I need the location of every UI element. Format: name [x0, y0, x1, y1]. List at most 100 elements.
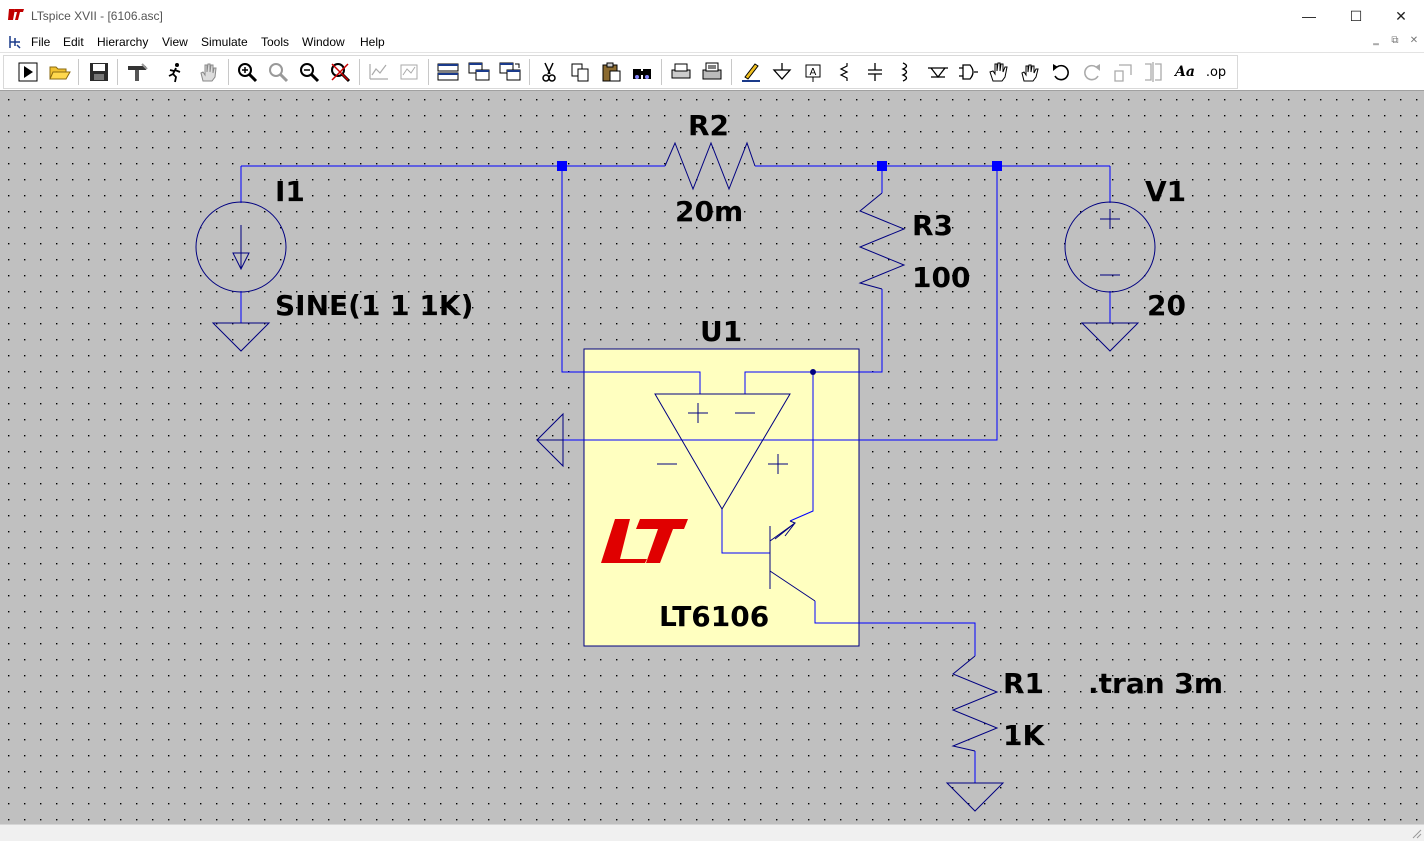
u1-ref-label[interactable]: U1: [700, 315, 742, 348]
cut-button[interactable]: [536, 59, 562, 85]
move-icon: [989, 62, 1008, 82]
spice-directive-text[interactable]: .tran 3m: [1088, 667, 1223, 700]
pan-icon: [200, 63, 217, 82]
schematic-canvas[interactable]: I1 SINE(1 1 1K) R2 20m R3 100 V1 20 U1 L…: [0, 90, 1424, 825]
control-panel-button[interactable]: [124, 59, 150, 85]
spice-directive-button[interactable]: .op: [1203, 59, 1229, 85]
wire[interactable]: [563, 166, 998, 441]
pan-button[interactable]: [195, 59, 221, 85]
u1-opamp[interactable]: [535, 393, 791, 510]
print-preview-button[interactable]: [668, 59, 694, 85]
r1-ref-label[interactable]: R1: [1003, 667, 1044, 700]
r3-resistor[interactable]: [858, 192, 906, 290]
schematic-drawing[interactable]: I1 SINE(1 1 1K) R2 20m R3 100 V1 20 U1 L…: [0, 91, 1424, 825]
save-button[interactable]: [86, 59, 112, 85]
r2-value-label[interactable]: 20m: [675, 195, 743, 228]
inductor-icon: [901, 62, 908, 82]
close-button[interactable]: ✕: [1378, 0, 1424, 32]
tile-vertical-button[interactable]: [497, 59, 523, 85]
capacitor-button[interactable]: [862, 59, 888, 85]
junction-dot[interactable]: [877, 161, 887, 171]
menu-simulate[interactable]: Simulate: [201, 35, 248, 49]
pin-junction[interactable]: [810, 369, 816, 375]
rotate-button[interactable]: [1110, 59, 1136, 85]
label-net-icon: A: [805, 64, 821, 82]
paste-button[interactable]: [598, 59, 624, 85]
waveform-button[interactable]: [396, 59, 422, 85]
halt-button[interactable]: [162, 59, 188, 85]
print-button[interactable]: [699, 59, 725, 85]
status-bar: [0, 824, 1424, 841]
u1-value-label[interactable]: LT6106: [659, 600, 769, 633]
resize-grip-icon[interactable]: [1410, 827, 1422, 839]
diode-icon: [928, 67, 948, 79]
text-button[interactable]: Aa: [1172, 59, 1198, 85]
ground-symbol[interactable]: [945, 782, 1005, 812]
zoom-in-button[interactable]: [234, 59, 260, 85]
run-button[interactable]: [15, 59, 41, 85]
menu-file[interactable]: File: [31, 35, 51, 49]
v1-ref-label[interactable]: V1: [1145, 175, 1186, 208]
mirror-button[interactable]: [1141, 59, 1167, 85]
draw-wire-button[interactable]: [738, 59, 764, 85]
close-icon: ✕: [1395, 7, 1407, 24]
i1-current-source[interactable]: [195, 201, 287, 352]
ground-symbol: [211, 322, 271, 352]
menu-window[interactable]: Window: [302, 35, 345, 49]
copy-button[interactable]: [567, 59, 593, 85]
menu-help[interactable]: Help: [360, 35, 385, 49]
resistor-button[interactable]: [831, 59, 857, 85]
cascade-button[interactable]: [466, 59, 492, 85]
drag-icon: [1021, 64, 1039, 82]
r3-value-label[interactable]: 100: [912, 261, 970, 294]
autorange-button[interactable]: [366, 59, 392, 85]
r3-ref-label[interactable]: R3: [912, 209, 953, 242]
menu-bar: File Edit Hierarchy View Simulate Tools …: [0, 32, 1424, 52]
wire[interactable]: [721, 509, 770, 554]
move-button[interactable]: [986, 59, 1012, 85]
zoom-area-button[interactable]: [265, 59, 291, 85]
draw-wire-icon: [742, 63, 760, 82]
wire[interactable]: [814, 601, 976, 656]
r2-resistor[interactable]: [664, 141, 756, 191]
i1-ref-label[interactable]: I1: [275, 175, 305, 208]
menu-edit[interactable]: Edit: [63, 35, 84, 49]
zoom-fit-button[interactable]: [327, 59, 353, 85]
menu-tools[interactable]: Tools: [261, 35, 290, 49]
i1-value-label[interactable]: SINE(1 1 1K): [275, 289, 473, 322]
r1-value-label[interactable]: 1K: [1003, 719, 1045, 752]
zoom-out-button[interactable]: [296, 59, 322, 85]
minimize-button[interactable]: —: [1286, 0, 1332, 32]
drag-button[interactable]: [1017, 59, 1043, 85]
redo-button[interactable]: [1079, 59, 1105, 85]
v1-value-label[interactable]: 20: [1147, 289, 1186, 322]
junction-dot[interactable]: [557, 161, 567, 171]
maximize-button[interactable]: ☐: [1333, 0, 1379, 32]
junction-dot[interactable]: [992, 161, 1002, 171]
inductor-button[interactable]: [893, 59, 919, 85]
tile-horizontal-button[interactable]: [435, 59, 461, 85]
open-button[interactable]: [47, 59, 73, 85]
label-net-button[interactable]: A: [800, 59, 826, 85]
v1-voltage-source[interactable]: [1064, 201, 1156, 352]
find-button[interactable]: [629, 59, 655, 85]
r2-ref-label[interactable]: R2: [688, 109, 729, 142]
rotate-icon: [1114, 64, 1132, 82]
mdi-minimize-button[interactable]: ‗: [1373, 35, 1379, 46]
wire[interactable]: [789, 372, 814, 522]
component-button[interactable]: [955, 59, 981, 85]
schematic-doc-icon[interactable]: [7, 34, 23, 50]
redo-icon: [1084, 64, 1100, 81]
menu-hierarchy[interactable]: Hierarchy: [97, 35, 149, 49]
mdi-restore-button[interactable]: ⧉: [1391, 35, 1399, 46]
r1-resistor[interactable]: [951, 655, 999, 752]
u1-transistor[interactable]: [769, 520, 816, 602]
spice-directive-icon: .op: [1205, 64, 1227, 80]
menu-view[interactable]: View: [162, 35, 188, 49]
mdi-close-button[interactable]: ✕: [1409, 35, 1419, 46]
diode-button[interactable]: [925, 59, 951, 85]
ground-button[interactable]: [769, 59, 795, 85]
zoom-in-icon: [238, 63, 258, 83]
wire[interactable]: [561, 166, 701, 394]
undo-button[interactable]: [1048, 59, 1074, 85]
